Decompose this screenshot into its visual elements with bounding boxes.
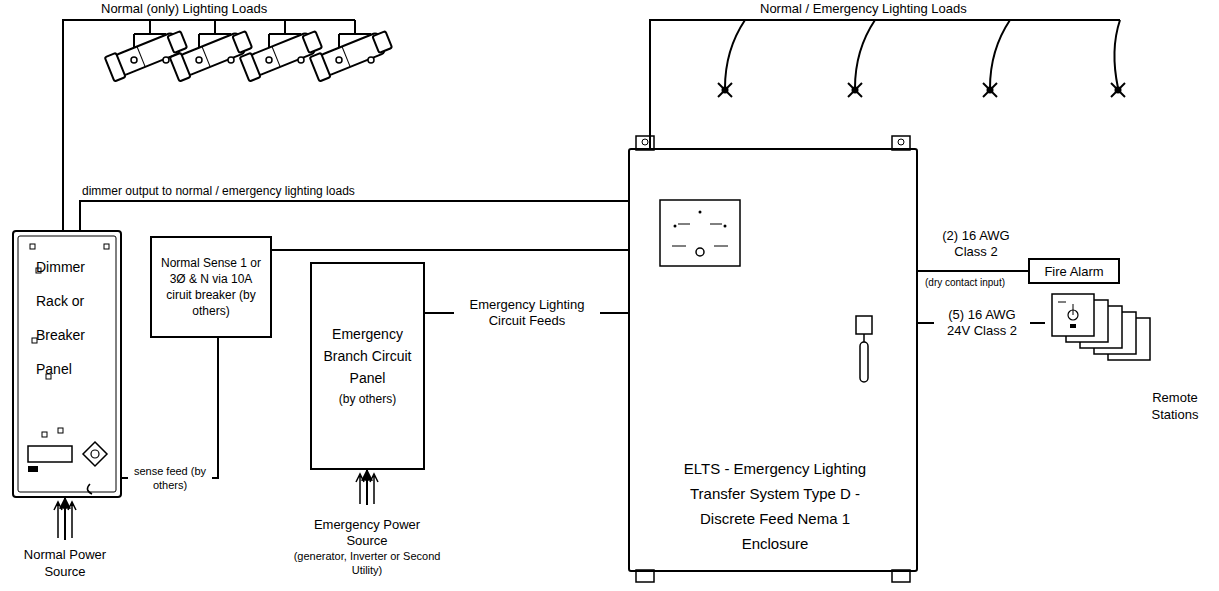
drawing-circle: [696, 248, 704, 256]
drawing-path: [650, 20, 1120, 100]
drawing-line: [678, 224, 690, 225]
remote-stations-group: Remote Stations: [1045, 285, 1215, 425]
drawing-use: [1052, 294, 1094, 336]
drawing-rect: [860, 342, 868, 382]
drawing-circle: [674, 225, 677, 228]
drawing-rect: [18, 236, 116, 492]
power-source-label: Normal Power Source: [15, 540, 115, 586]
drawing-rect: [660, 200, 740, 266]
dimmer-rack: Dimmer Rack or Breaker Panel: [12, 230, 122, 498]
node-text: Normal / Emergency Lighting Loads: [760, 1, 967, 17]
node-text: (by others): [339, 389, 396, 409]
lighting-loads-group: Normal / Emergency Lighting Loads: [640, 0, 1210, 100]
drawing-circle: [91, 450, 99, 458]
drawing-rect: [30, 244, 35, 249]
drawing-path: [87, 484, 92, 494]
wire: [366, 470, 368, 505]
node-text: Fire Alarm: [1044, 264, 1103, 279]
drawing-line: [672, 246, 686, 247]
drawing-use: [983, 83, 997, 97]
drawing-rect: [28, 446, 72, 462]
drawing-use: [718, 83, 732, 97]
wire: [649, 100, 651, 148]
drawing-path: [725, 20, 745, 88]
drawing-circle: [724, 225, 727, 228]
drawing-line: [710, 224, 722, 225]
wire-note: (dry contact input): [925, 277, 1005, 288]
wire-label: sense feed (by others): [128, 463, 212, 493]
drawing-use: [240, 20, 324, 81]
node-text: Remote Stations: [1139, 389, 1211, 423]
wire-label: (2) 16 AWG Class 2: [930, 228, 1022, 260]
drawing-path: [83, 442, 107, 466]
drawing-rect: [104, 244, 109, 249]
node-text: Dimmer Rack or Breaker Panel: [36, 250, 106, 386]
drawing-path: [855, 20, 875, 88]
wire-label: Emergency Lighting Circuit Feeds: [454, 296, 600, 330]
node-text: Normal Power Source: [15, 546, 115, 580]
drawing-circle: [699, 211, 702, 214]
wire: [918, 270, 1028, 272]
wire-label: dimmer output to normal / emergency ligh…: [82, 184, 355, 199]
drawing-circle: [898, 139, 904, 145]
drawing-line: [863, 334, 865, 342]
drawing-rect: [42, 432, 47, 437]
drawing-rect: [28, 466, 38, 472]
drawing-line: [714, 246, 728, 247]
wire: [122, 338, 218, 478]
drawing-circle: [642, 139, 648, 145]
panel-box: Emergency Branch Circuit Panel(by others…: [310, 262, 425, 470]
drawing-line: [95, 19, 355, 21]
wire-label: (5) 16 AWG 24V Class 2: [934, 306, 1030, 340]
wire: [64, 498, 66, 540]
node-text: (generator, Inverter or Second Utility): [287, 549, 447, 577]
node-text: Emergency Power Source: [302, 517, 432, 549]
power-source-label: Emergency Power Source(generator, Invert…: [282, 505, 452, 589]
drawing-use: [848, 83, 862, 97]
node-text: Emergency Branch Circuit Panel: [316, 323, 419, 389]
fire-alarm-box: Fire Alarm: [1028, 258, 1120, 284]
drawing-path: [1114, 20, 1120, 88]
drawing-use: [310, 20, 394, 81]
drawing-use: [170, 20, 254, 81]
transfer-enclosure: ELTS - Emergency Lighting Transfer Syste…: [628, 148, 918, 572]
node-text: Normal (only) Lighting Loads: [101, 1, 267, 17]
node-text: ELTS - Emergency Lighting Transfer Syste…: [670, 456, 880, 556]
wire: [80, 201, 628, 230]
drawing-path: [990, 20, 1010, 88]
drawing-rect: [856, 316, 872, 334]
node-text: Normal Sense 1 or 3Ø & N via 10A ciruit …: [156, 255, 266, 319]
lighting-loads-group: Normal (only) Lighting Loads: [95, 0, 395, 125]
wire: [272, 249, 628, 251]
sense-breaker-box: Normal Sense 1 or 3Ø & N via 10A ciruit …: [150, 236, 272, 338]
wire: [63, 20, 95, 230]
drawing-rect: [58, 428, 63, 433]
drawing-use: [1111, 83, 1125, 97]
